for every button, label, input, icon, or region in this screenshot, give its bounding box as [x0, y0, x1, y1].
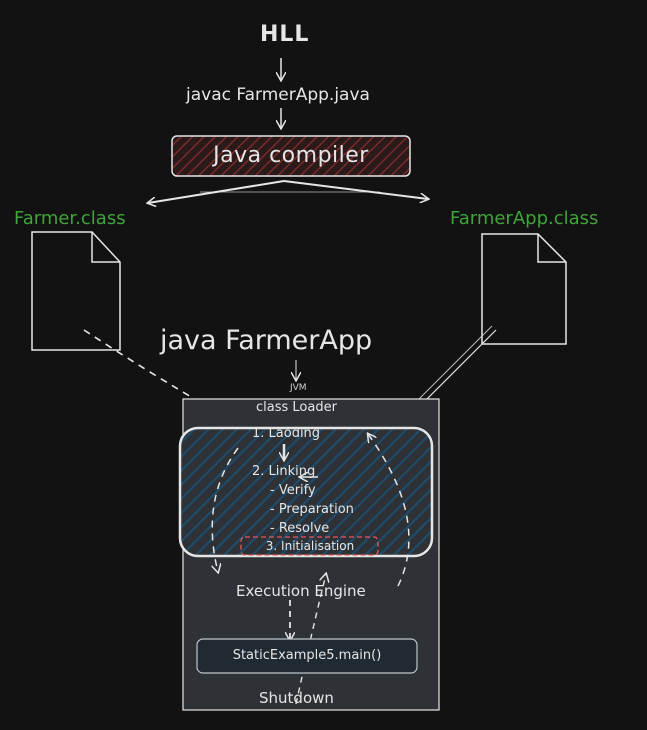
farmer-class-file-icon [31, 231, 121, 351]
step-initialisation: 3. Initialisation [265, 539, 355, 553]
farmer-class-label: Farmer.class [14, 208, 126, 229]
step-loading: 1. Laoding [252, 426, 321, 441]
execution-engine-label: Execution Engine [236, 582, 366, 600]
compiler-label: Java compiler [213, 143, 369, 168]
compile-command: javac FarmerApp.java [186, 85, 370, 105]
arrow-farmer-class-to-loader [83, 329, 248, 430]
hll-label: HLL [260, 22, 310, 47]
compiler-box [171, 135, 411, 177]
step-verify: - Verify [270, 483, 316, 498]
farmerapp-class-file-icon [481, 233, 567, 345]
class-loader-box [178, 426, 434, 558]
farmerapp-class-label: FarmerApp.class [450, 208, 599, 229]
dashed-loop-left [212, 447, 239, 572]
main-method-box [196, 638, 418, 674]
arrow-farmerapp-class-to-loader [416, 329, 497, 410]
main-method-label: StaticExample5.main() [232, 648, 382, 663]
step-preparation: - Preparation [270, 502, 354, 517]
initialisation-box [240, 536, 379, 556]
class-loader-title: class Loader [256, 400, 337, 415]
step-resolve: - Resolve [270, 521, 330, 536]
step-linking: 2. Linking [252, 464, 316, 479]
jvm-label: JVM [290, 383, 307, 393]
shutdown-label: Shutdown [259, 689, 334, 707]
run-command: java FarmerApp [160, 325, 373, 356]
dashed-loop-right [368, 434, 410, 587]
arrow-compiler-to-farmerapp-class [283, 180, 428, 199]
